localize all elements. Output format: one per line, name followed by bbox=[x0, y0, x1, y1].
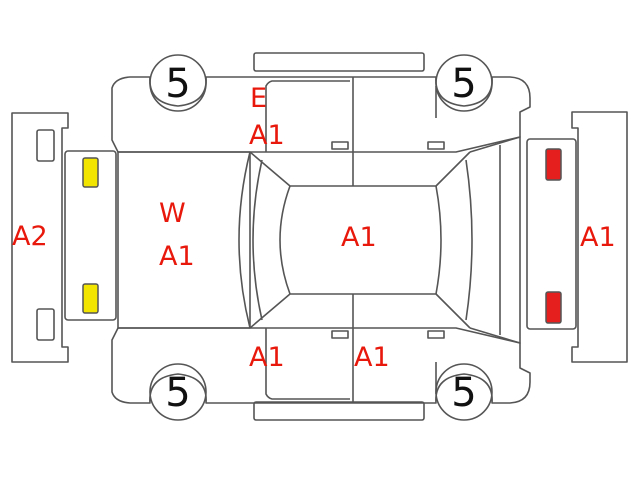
rear-face-part bbox=[526, 138, 577, 330]
tire-front-left: 5 bbox=[149, 54, 207, 112]
front-door-damage-label: A1 bbox=[249, 342, 285, 373]
tire-rear-right-grade: 5 bbox=[451, 370, 476, 416]
rear-bumper-part bbox=[571, 111, 628, 363]
front-face-part bbox=[64, 150, 117, 321]
rear-door-damage-label: A1 bbox=[354, 342, 390, 373]
hood-part bbox=[117, 151, 251, 329]
taillight-icon bbox=[545, 291, 562, 324]
tire-rear-left: 5 bbox=[435, 54, 493, 112]
fender-damage-label-line1: E bbox=[250, 83, 267, 114]
tire-rear-left-grade: 5 bbox=[451, 61, 476, 107]
fender-damage-label-line2: A1 bbox=[249, 120, 285, 151]
hood-damage-label-line2: A1 bbox=[159, 241, 195, 272]
tire-front-left-grade: 5 bbox=[165, 61, 190, 107]
tire-front-right: 5 bbox=[149, 363, 207, 421]
bottom-roof-strip bbox=[253, 401, 425, 421]
hood-damage-label-line1: W bbox=[159, 198, 186, 229]
cabin-part bbox=[238, 136, 521, 344]
headlight-icon bbox=[82, 283, 99, 314]
tire-front-right-grade: 5 bbox=[165, 370, 190, 416]
front-bumper-part bbox=[11, 112, 69, 363]
top-roof-strip bbox=[253, 52, 425, 72]
tire-rear-right: 5 bbox=[435, 363, 493, 421]
taillight-icon bbox=[545, 148, 562, 181]
rear-bumper-damage-label: A1 bbox=[580, 222, 616, 253]
front-bumper-damage-label: A2 bbox=[12, 221, 48, 252]
headlight-icon bbox=[82, 157, 99, 188]
roof-damage-label: A1 bbox=[341, 222, 377, 253]
